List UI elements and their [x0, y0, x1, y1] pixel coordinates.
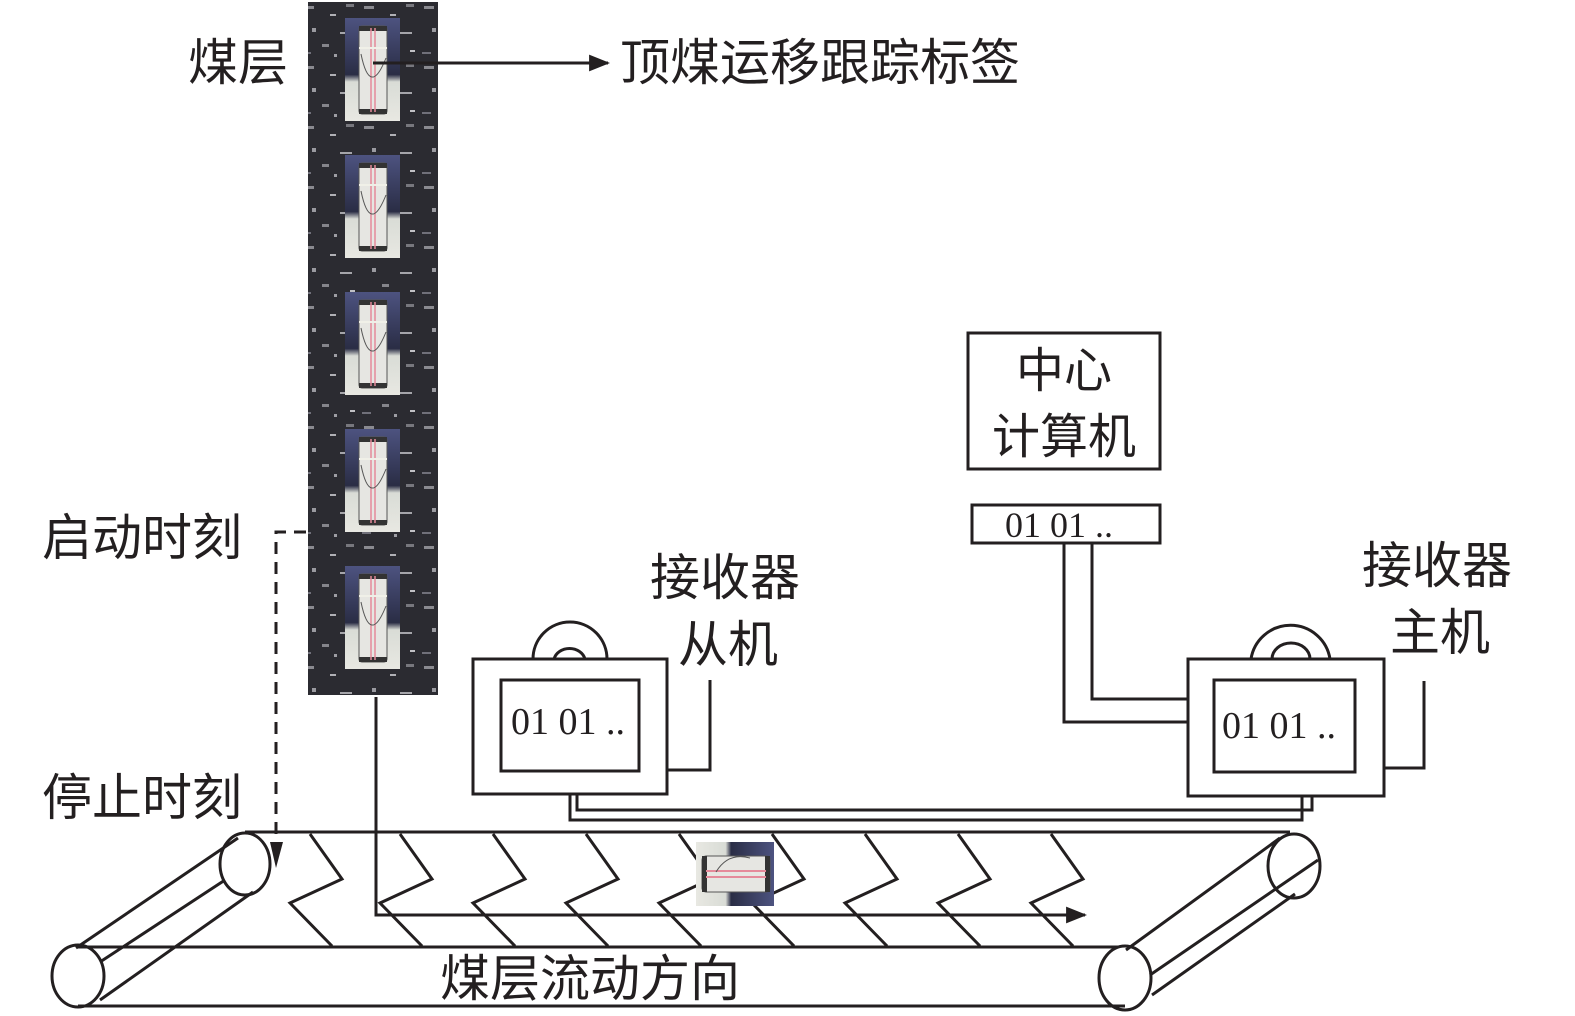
central-computer-label-line1: 中心 [1016, 343, 1112, 399]
time-arrowhead-icon [270, 842, 283, 868]
central-computer-label-line2: 计算机 [992, 409, 1136, 465]
receiver-slave-label-line1: 接收器 [650, 549, 800, 607]
receiver-slave: 01 01 .. [471, 620, 712, 796]
zigzag-line [842, 833, 900, 948]
start-time-label: 启动时刻 [42, 509, 242, 567]
zigzag-line [377, 833, 435, 948]
cable-central-to-master-2 [1090, 543, 1188, 701]
tracking-tag [345, 155, 400, 258]
central-data-text: 01 01 .. [1005, 505, 1113, 545]
receiver-master: 01 01 .. [1186, 623, 1426, 798]
central-data-display: 01 01 .. [970, 503, 1162, 545]
zigzag-line [935, 833, 993, 948]
tracking-tag [345, 292, 400, 395]
tracking-tag-label: 顶煤运移跟踪标签 [620, 34, 1020, 92]
coal-seam-column [308, 2, 438, 695]
zigzag-line [470, 833, 528, 948]
seam-tags [345, 18, 400, 669]
left-top-roller [218, 831, 272, 897]
conveyor-belt [50, 830, 1322, 1012]
stop-time-label: 停止时刻 [42, 769, 242, 827]
cable-slave-to-master-1 [575, 794, 1314, 812]
cable-central-to-master-1 [1062, 543, 1188, 724]
tracking-tag [345, 429, 400, 532]
slave-antenna-outer-icon [531, 620, 609, 660]
right-top-roller [1266, 832, 1322, 900]
zigzag-line [287, 833, 345, 948]
tracking-tag [345, 566, 400, 669]
flow-direction-label: 煤层流动方向 [440, 950, 740, 1008]
coal-flow-zigzags [287, 833, 1086, 948]
slave-label-leader [667, 680, 712, 772]
zigzag-line [656, 833, 714, 948]
receiver-slave-label-line2: 从机 [678, 616, 778, 674]
zigzag-line [749, 833, 807, 948]
left-bottom-roller [50, 943, 106, 1009]
receiver-master-label-line2: 主机 [1390, 604, 1490, 662]
slave-data-text: 01 01 .. [511, 701, 625, 743]
master-antenna-outer-icon [1249, 623, 1332, 660]
tracking-tag [345, 18, 400, 121]
cable-slave-to-master-2 [568, 794, 1304, 822]
time-dashed-line [274, 530, 306, 840]
zigzag-line [563, 833, 621, 948]
tag-trajectory-arrow [374, 697, 1088, 924]
master-data-text: 01 01 .. [1222, 705, 1336, 747]
central-computer: 中心 计算机 [966, 331, 1162, 471]
slave-antenna-inner-icon [552, 647, 587, 660]
receiver-master-label-line1: 接收器 [1362, 537, 1512, 595]
tag-on-belt [696, 842, 774, 906]
zigzag-line [1028, 833, 1086, 948]
right-bottom-roller [1097, 944, 1153, 1012]
master-label-leader [1384, 681, 1426, 770]
master-antenna-inner-icon [1270, 641, 1312, 660]
coal-seam-label: 煤层 [188, 34, 288, 92]
